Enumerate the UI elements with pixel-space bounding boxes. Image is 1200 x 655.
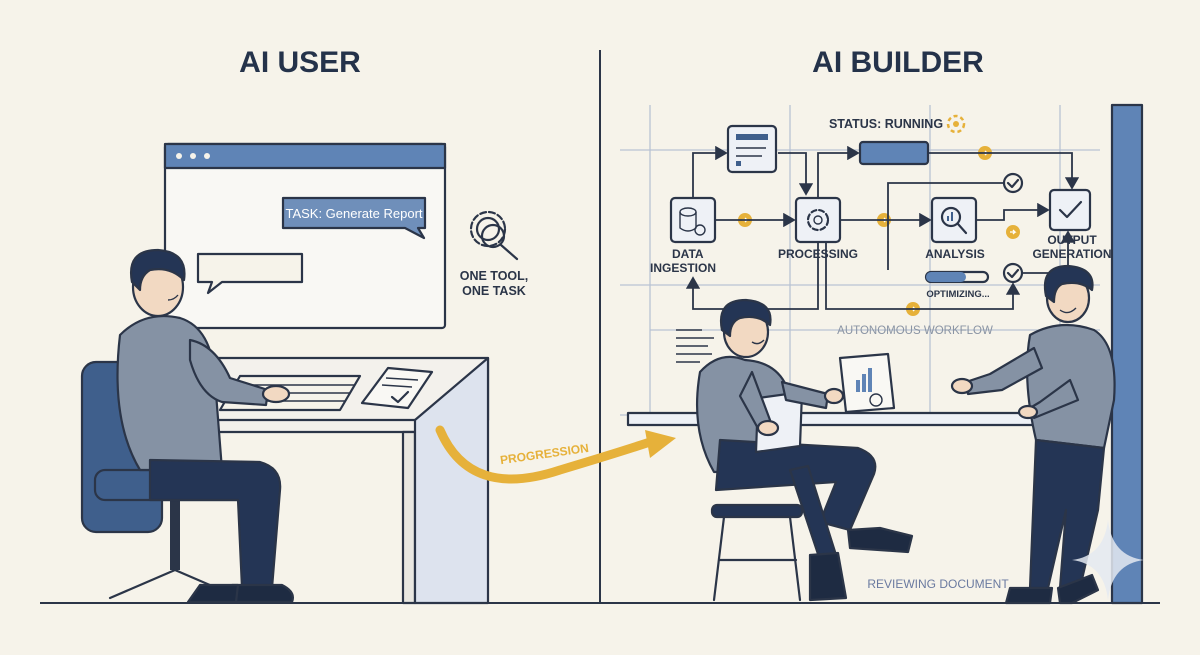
ai-builder-seated-person — [695, 298, 914, 602]
node-data-ingestion — [669, 196, 717, 244]
node-label-ingestion: INGESTION — [650, 261, 716, 275]
reviewing-document-caption: REVIEWING DOCUMENT — [867, 577, 1009, 591]
autonomous-workflow-label: AUTONOMOUS WORKFLOW — [837, 325, 993, 337]
check-icon — [1002, 262, 1024, 284]
one-tool-caption-line1: ONE TOOL, — [460, 269, 529, 283]
node-label-output: OUTPUT — [1047, 233, 1097, 247]
sparkle-icon — [1072, 520, 1144, 600]
check-icon — [1002, 172, 1024, 194]
pillar — [1110, 103, 1144, 605]
gear-magnifier-icon — [469, 210, 519, 261]
task-chat-bubble: TASK: Generate Report — [281, 196, 427, 240]
node-analysis — [930, 196, 978, 244]
status-text: STATUS: RUNNING — [829, 117, 943, 131]
optimizing-label: OPTIMIZING... — [926, 289, 989, 300]
ai-user-person — [116, 248, 294, 604]
ai-builder-standing-person — [950, 264, 1116, 605]
step-dot — [1006, 225, 1020, 239]
status-running-icon — [946, 114, 966, 134]
node-output-generation — [1048, 188, 1092, 232]
node-processing — [794, 196, 842, 244]
sketch-notes — [676, 329, 714, 363]
document-icon — [360, 366, 434, 410]
heading-ai-builder: AI BUILDER — [812, 46, 984, 79]
stool — [710, 503, 804, 602]
task-bubble-text: TASK: Generate Report — [285, 206, 422, 221]
node-label-data: DATA — [672, 247, 704, 261]
node-list — [726, 124, 778, 174]
heading-ai-user: AI USER — [239, 46, 361, 79]
node-running-bar — [858, 140, 930, 166]
browser-window — [163, 142, 447, 330]
node-label-analysis: ANALYSIS — [925, 247, 985, 261]
optimizing-progress-bar — [924, 270, 990, 284]
reply-chat-bubble — [196, 252, 304, 295]
node-label-generation: GENERATION — [1032, 247, 1111, 261]
one-tool-caption-line2: ONE TASK — [462, 284, 526, 298]
